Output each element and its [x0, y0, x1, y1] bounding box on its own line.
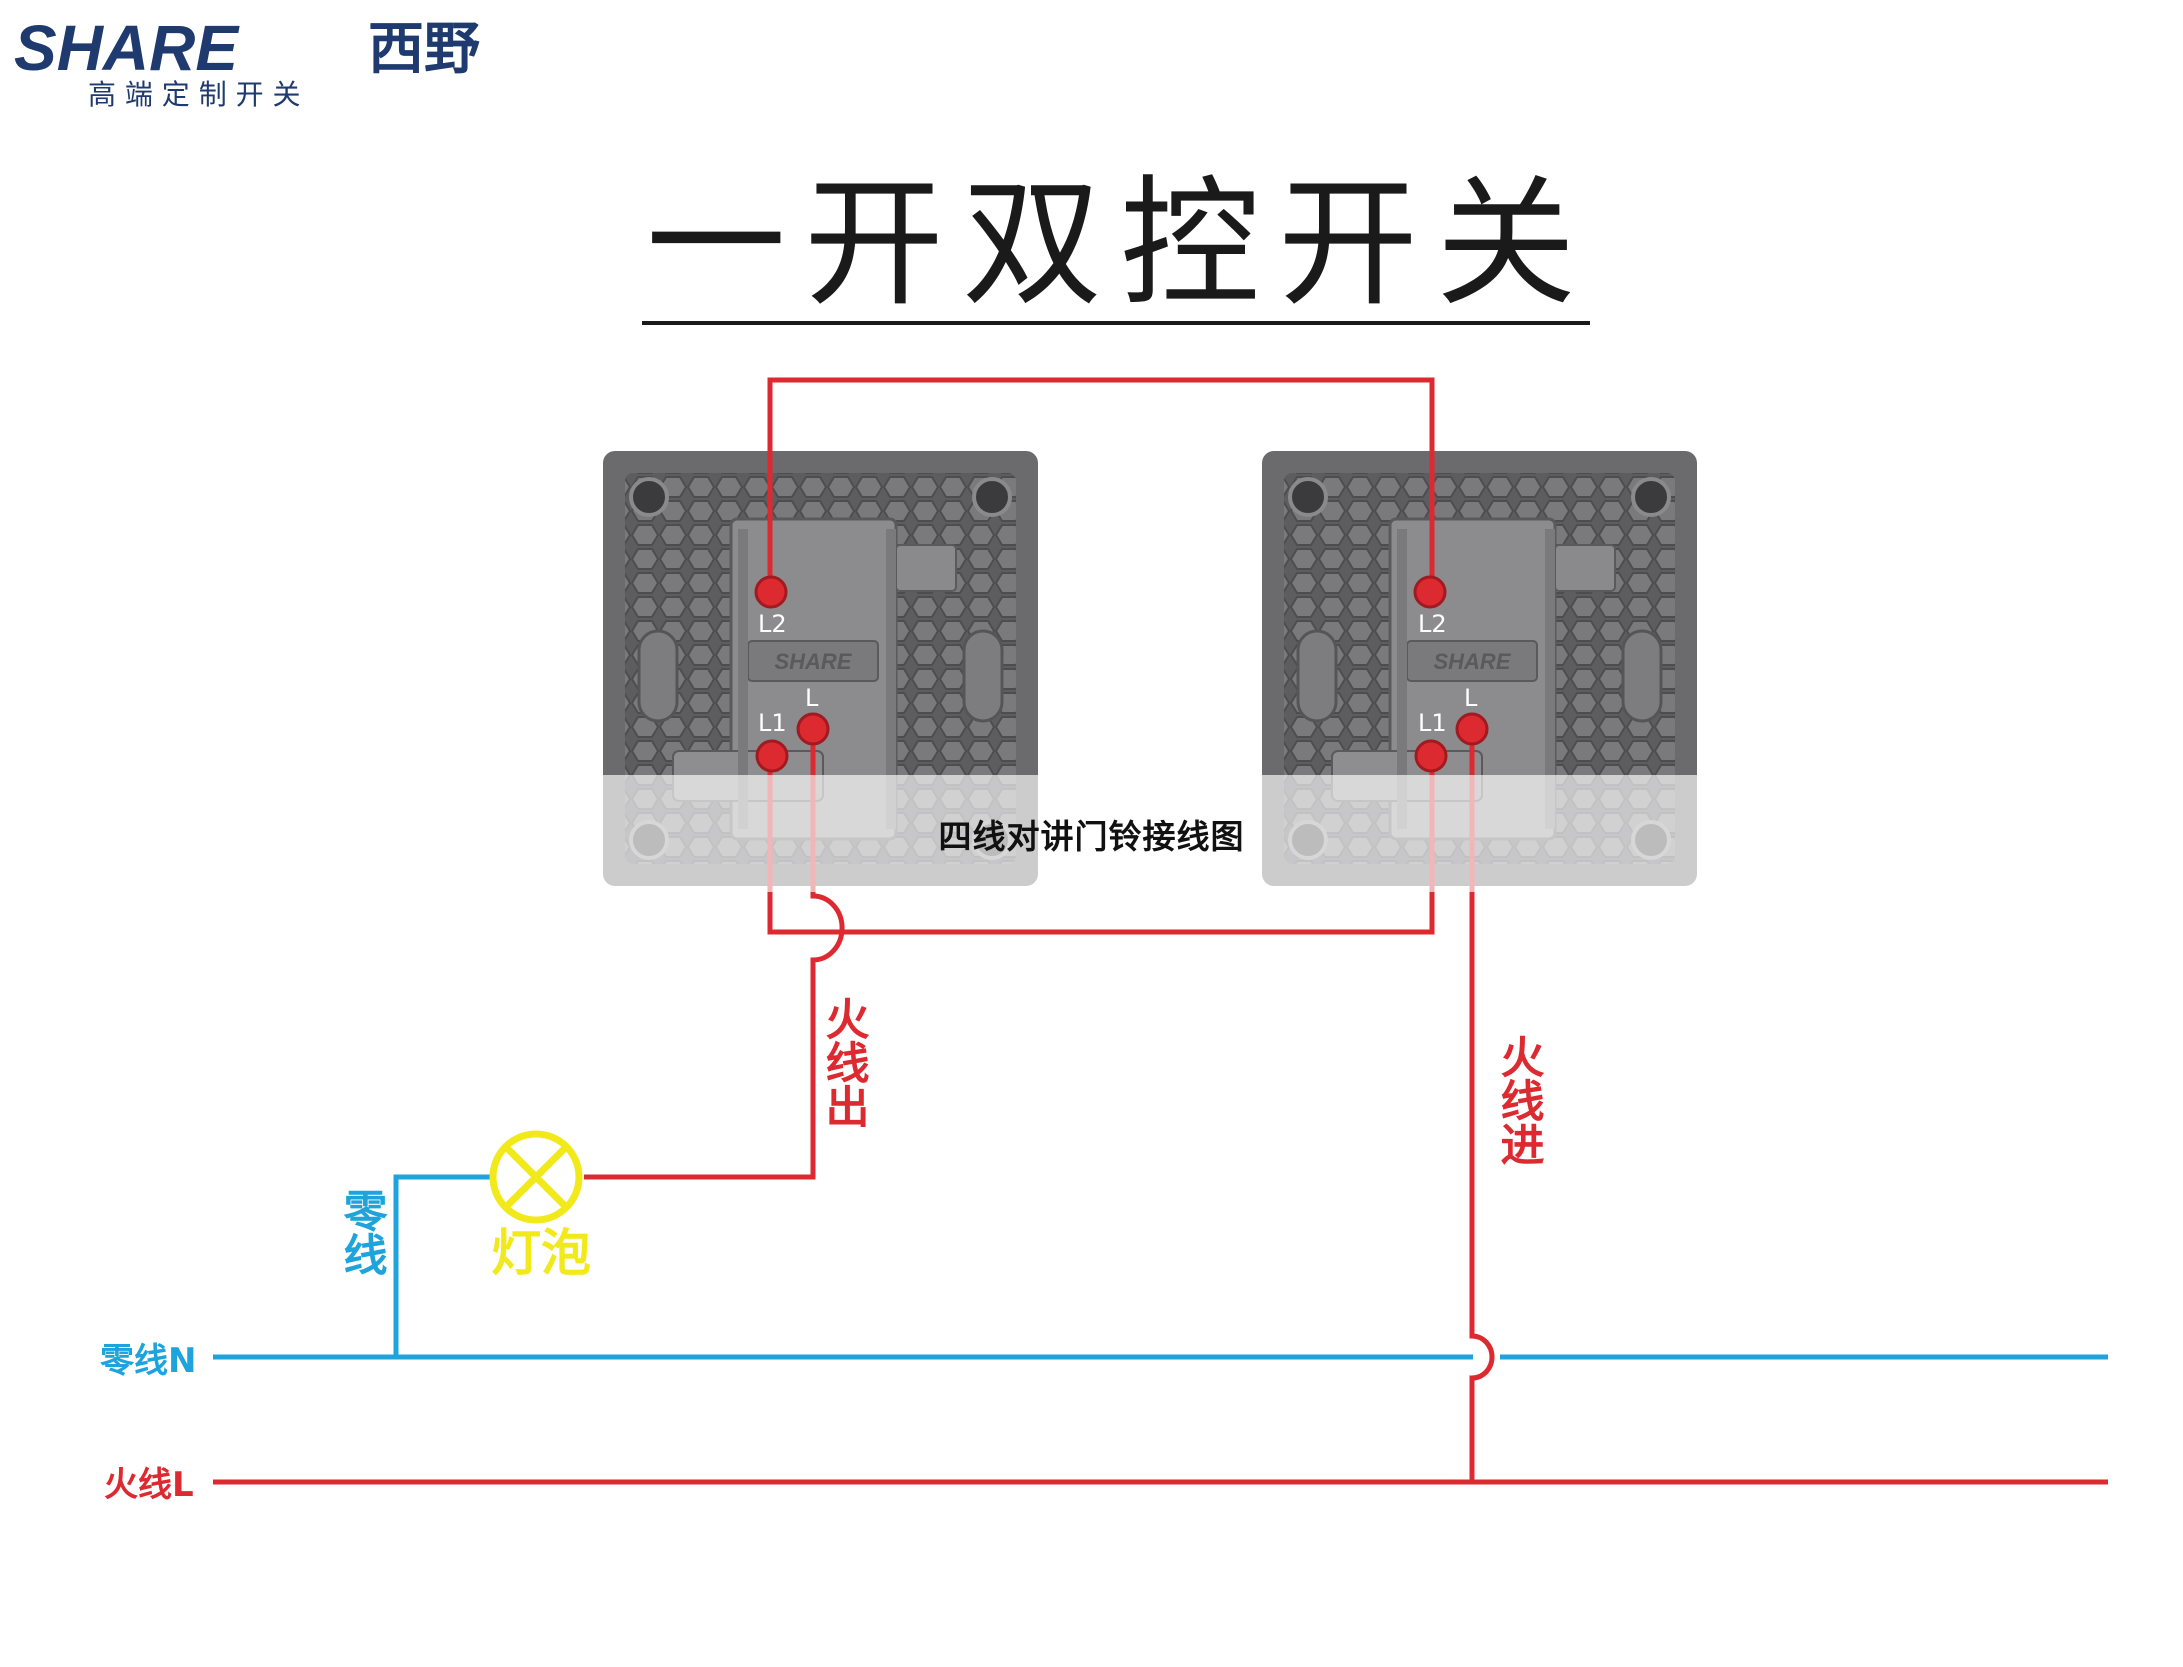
terminal-right-l1: [1414, 739, 1448, 773]
terminal-right-l: [1455, 712, 1489, 746]
brand-logo-text: SHARE: [14, 12, 240, 84]
live-out-label: 火线出: [818, 996, 870, 1128]
neutral-short-label: 零线: [336, 1188, 388, 1276]
live-in-wire: [1469, 726, 1495, 1482]
terminal-left-l2-label: L2: [758, 610, 787, 638]
bulb-label: 灯泡: [491, 1224, 591, 1282]
neutral-wiring: [213, 1174, 2108, 1397]
switch-right-brand-mark: SHARE: [1433, 649, 1511, 674]
traveller-top: [767, 377, 1435, 595]
terminal-left-l2: [754, 575, 788, 609]
switch-right: SHARE: [1260, 449, 1699, 888]
terminal-left-l-label: L: [805, 684, 819, 712]
brand-tagline: 高 端 定 制 开 关: [88, 78, 301, 111]
terminal-labels: L2 L1 L L2 L1 L: [758, 610, 1478, 737]
brand-logo: SHARE 西野 高 端 定 制 开 关: [14, 12, 480, 111]
terminal-left-l1: [755, 739, 789, 773]
switch-left-brand-mark: SHARE: [774, 649, 852, 674]
live-bus-label: 火线L: [104, 1465, 194, 1505]
terminal-right-l2: [1413, 575, 1447, 609]
terminal-right-l2-label: L2: [1418, 610, 1447, 638]
caption-overlay-band: [0, 775, 2183, 892]
neutral-bus-label: 零线N: [100, 1341, 196, 1381]
terminal-right-l-label: L: [1464, 684, 1478, 712]
page-title: 一开双控开关: [646, 163, 1594, 326]
terminal-left-l: [796, 712, 830, 746]
caption-overlay-text: 四线对讲门铃接线图: [938, 817, 1245, 856]
live-out-wire: [584, 726, 845, 1180]
neutral-bus-line: [213, 1357, 1490, 1397]
terminal-right-l1-label: L1: [1418, 709, 1447, 737]
live-wiring: [213, 377, 2108, 1485]
live-in-label: 火线进: [1493, 1034, 1545, 1166]
neutral-drop: [393, 1174, 494, 1357]
terminal-left-l1-label: L1: [758, 709, 787, 737]
bulb-icon: [489, 1130, 583, 1224]
terminals: [754, 575, 1489, 773]
brand-name-cn: 西野: [368, 17, 480, 82]
switch-left: SHARE: [601, 449, 1040, 888]
